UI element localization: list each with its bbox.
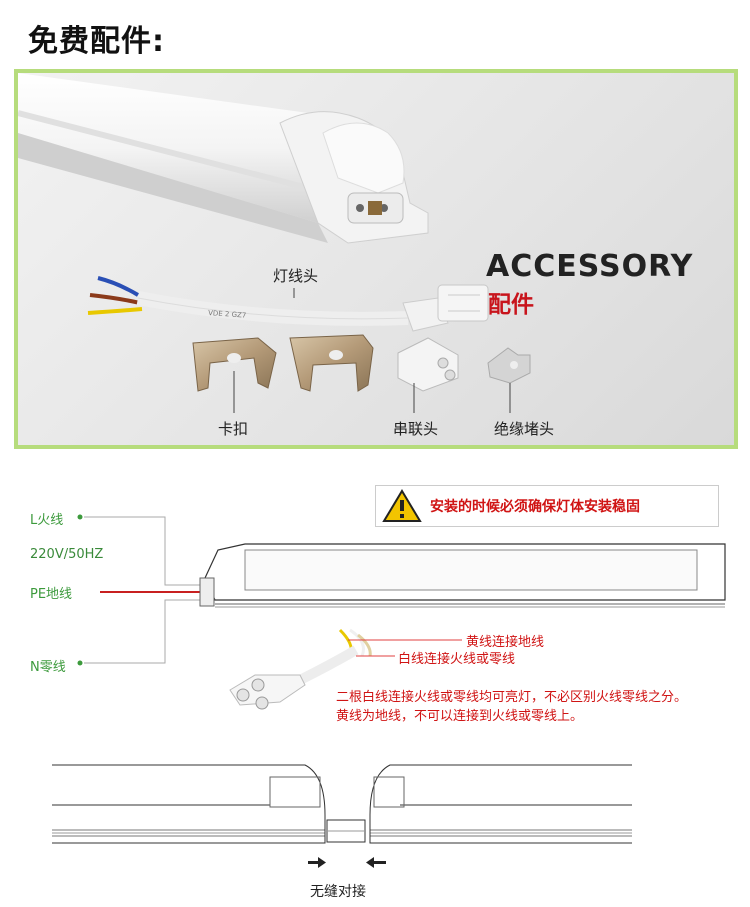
white-wire-note: 白线连接火线或零线 (398, 652, 516, 667)
tube-end-cap (279, 111, 429, 244)
wiring-tube (199, 543, 726, 608)
join-arrows (308, 857, 386, 868)
accessory-heading-cn: 配件 (488, 292, 534, 318)
wire-neutral-label: N零线 (30, 660, 66, 675)
warning-box (375, 485, 719, 527)
cable-print-text: VDE 2 GZ7 (208, 309, 247, 320)
join-tube-left (52, 764, 326, 844)
warning-icon (382, 489, 422, 522)
led-tube (18, 73, 328, 243)
wire-ground-label: PE地线 (30, 587, 73, 602)
accessory-photo-panel: VDE 2 GZ7 ACCESSORY 配件 灯线头 卡 (14, 69, 738, 449)
seamless-join-label: 无缝对接 (310, 884, 366, 900)
wiring-note-line-2: 黄线为地线，不可以连接到火线或零线上。 (336, 709, 584, 724)
label-clip: 卡扣 (218, 420, 249, 438)
yellow-wire-note: 黄线连接地线 (466, 635, 545, 650)
seamless-join-diagram (52, 764, 632, 868)
label-lamp-cable: 灯线头 (273, 267, 319, 285)
label-connector: 串联头 (393, 420, 439, 438)
page-title: 免费配件: (28, 24, 165, 59)
wiring-connector (229, 628, 372, 710)
warning-text: 安装的时候必须确保灯体安装稳固 (430, 499, 640, 515)
accessory-heading-en: ACCESSORY (486, 249, 694, 284)
insulated-end-plug (487, 347, 531, 384)
note-leaders (348, 639, 462, 657)
lamp-cable (87, 276, 489, 332)
accessory-illustration: VDE 2 GZ7 (18, 73, 531, 413)
series-connector (397, 337, 459, 392)
join-tube-right (369, 764, 632, 844)
clip-left (192, 337, 277, 392)
label-leader-lines (233, 288, 511, 413)
voltage-label: 220V/50HZ (30, 547, 104, 562)
wire-live-label: L火线 (30, 513, 64, 528)
wiring-diagram (77, 514, 726, 710)
label-end-cap: 绝缘堵头 (494, 420, 555, 438)
wiring-note-line-1: 二根白线连接火线或零线均可亮灯，不必区别火线零线之分。 (336, 690, 688, 705)
clip-right (289, 334, 374, 392)
